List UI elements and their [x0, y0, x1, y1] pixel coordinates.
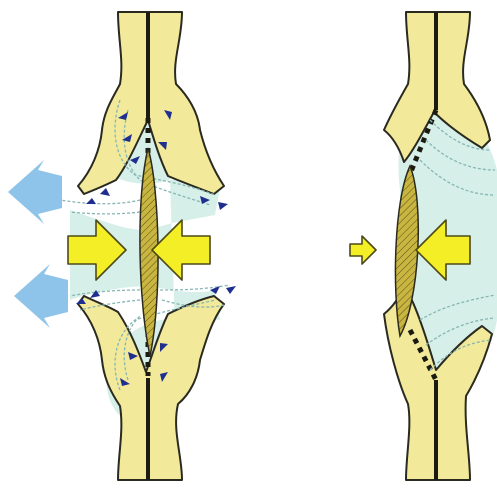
flow-arrow-icon — [100, 188, 110, 196]
flow-arrow-icon — [86, 198, 96, 204]
flow-arrow-icon — [218, 202, 228, 210]
pressure-arrow-icon — [350, 236, 376, 264]
outflow-arrow-icon — [14, 264, 68, 328]
stream-line — [60, 200, 140, 204]
left-panel — [8, 12, 236, 480]
flow-arrow-icon — [226, 286, 236, 294]
right-panel — [350, 12, 497, 480]
outflow-arrow-icon — [8, 160, 62, 224]
